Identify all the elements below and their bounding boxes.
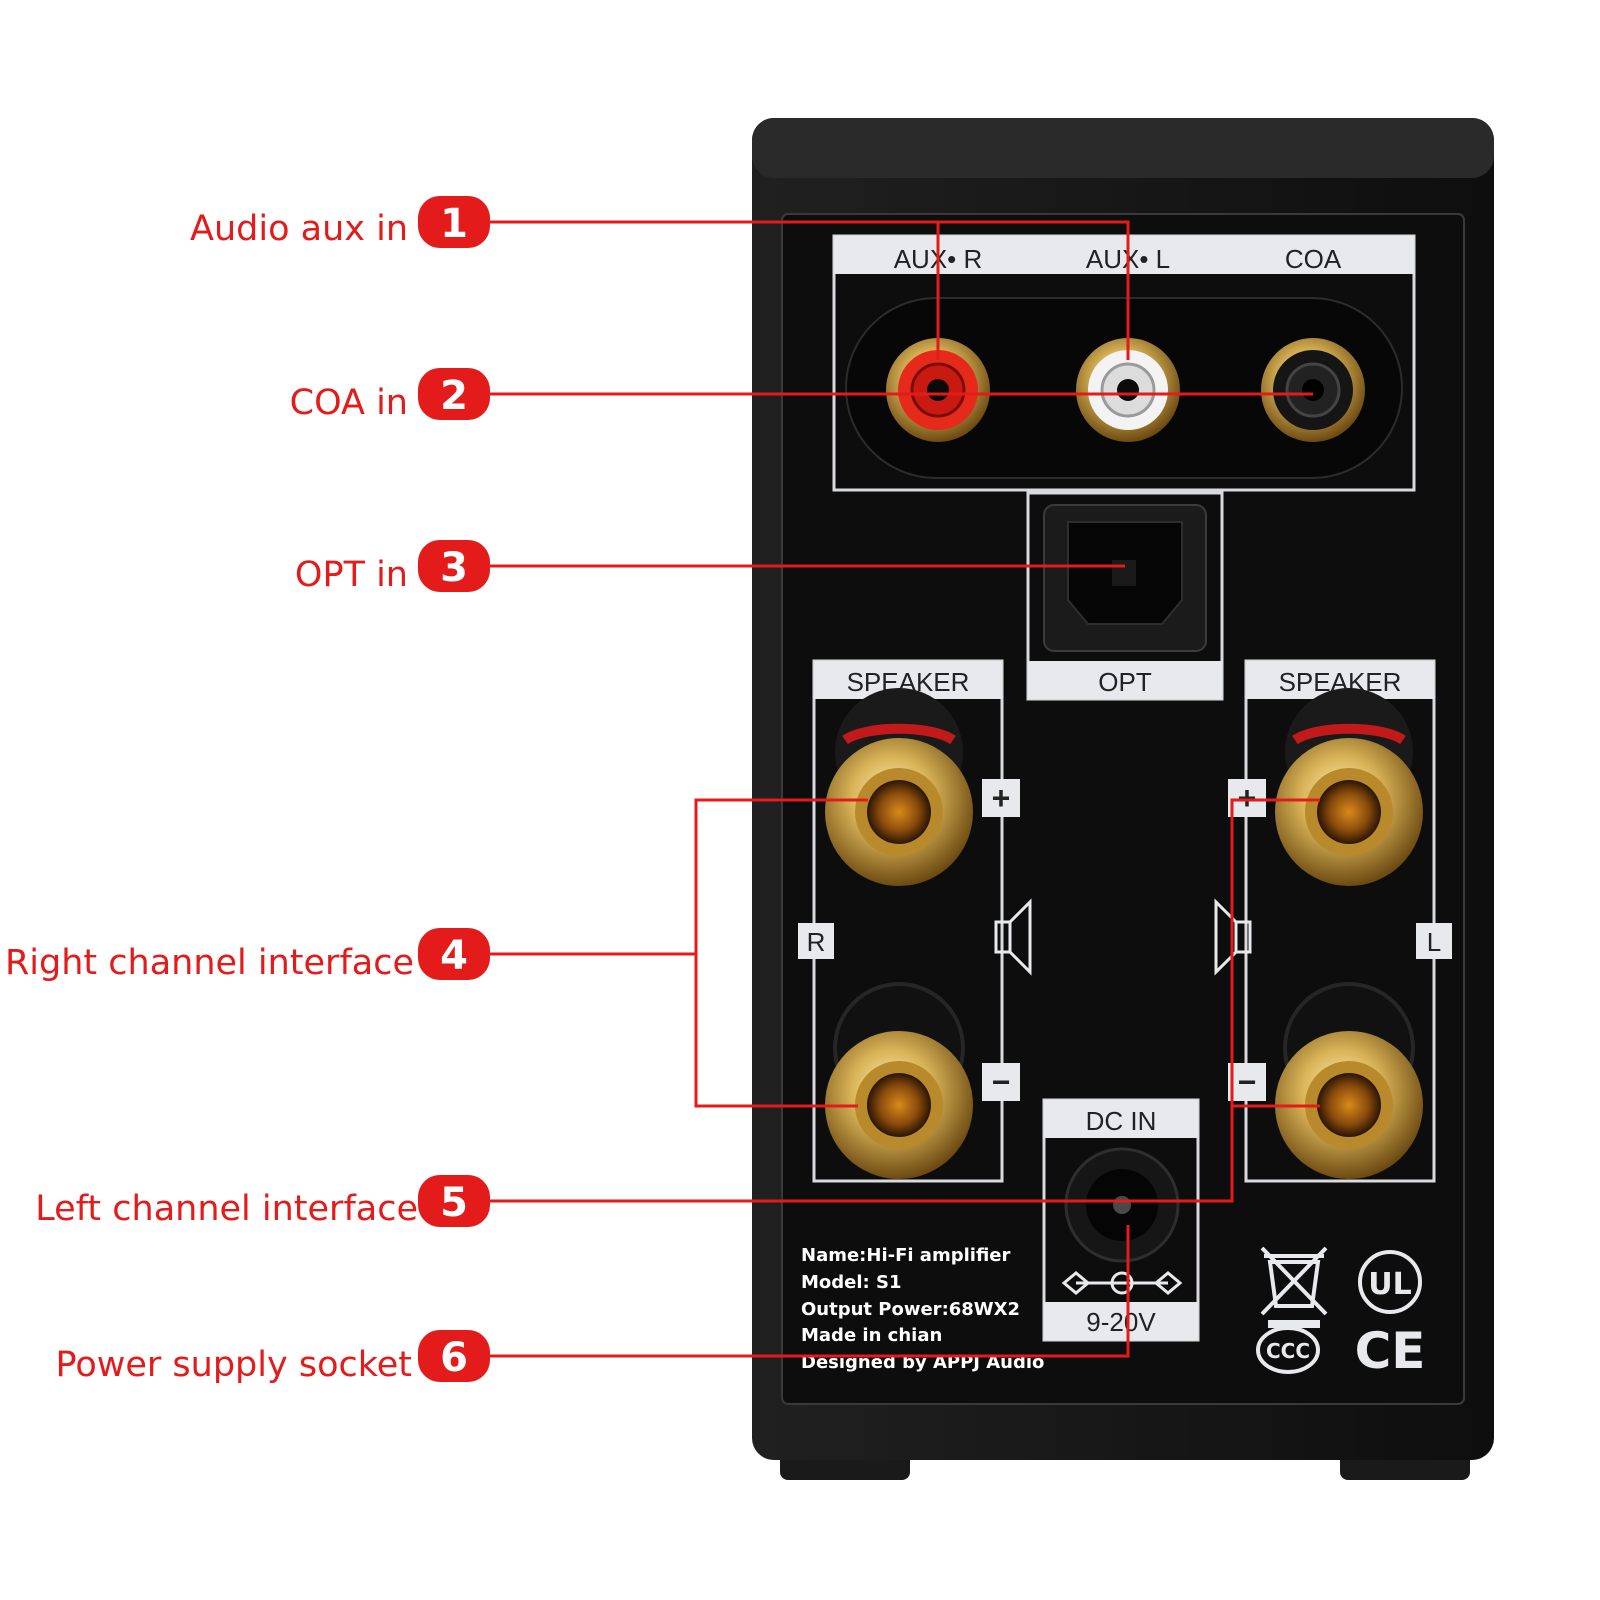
ccc-mark-icon: CCC — [1256, 1326, 1320, 1374]
callout-3-number: 3 — [440, 545, 468, 591]
right-minus-marker — [982, 1063, 1020, 1101]
leader-4 — [484, 798, 868, 956]
voltage-label: 9-20V — [1086, 1307, 1156, 1337]
callout-2-number: 2 — [440, 373, 468, 419]
dc-in-label-strip — [1044, 1100, 1198, 1138]
svg-text:+: + — [992, 780, 1011, 816]
ce-mark-icon: CE — [1355, 1322, 1426, 1380]
aux-r-jack[interactable] — [886, 338, 990, 442]
opt-label-strip — [1028, 661, 1222, 699]
info-model: Model: S1 — [801, 1272, 902, 1293]
leader-1 — [484, 220, 1130, 360]
leader-5 — [484, 798, 1320, 1203]
left-minus-binding-post[interactable] — [1275, 982, 1423, 1179]
aux-l-jack[interactable] — [1076, 338, 1180, 442]
callout-5: Left channel interface 5 — [35, 1175, 490, 1229]
channel-r-marker — [798, 923, 834, 959]
callout-6: Power supply socket 6 — [55, 1330, 490, 1385]
info-made-in: Made in chian — [801, 1325, 942, 1346]
callout-3-badge — [418, 540, 490, 592]
coa-jack[interactable] — [1261, 338, 1365, 442]
optical-toslink-port[interactable] — [1043, 504, 1207, 652]
callout-3-label: OPT in — [295, 555, 408, 595]
callout-2: COA in 2 — [290, 368, 490, 423]
right-plus-binding-post[interactable] — [825, 688, 973, 886]
callout-4: Right channel interface 4 — [5, 928, 490, 983]
left-plus-binding-post[interactable] — [1275, 688, 1423, 886]
speaker-right-icon — [994, 898, 1032, 976]
input-label-strip — [834, 236, 1414, 274]
callout-6-label: Power supply socket — [55, 1345, 412, 1385]
callout-5-number: 5 — [440, 1180, 468, 1226]
svg-text:UL: UL — [1368, 1267, 1411, 1302]
right-minus-binding-post[interactable] — [825, 982, 973, 1179]
info-output-power: Output Power:68WX2 — [801, 1299, 1020, 1320]
svg-text:−: − — [1238, 1064, 1257, 1100]
optical-input-panel: OPT — [1026, 491, 1224, 701]
callout-1-label: Audio aux in — [190, 209, 408, 249]
callout-4-number: 4 — [440, 933, 468, 979]
left-plus-marker — [1228, 779, 1266, 817]
leader-lines — [484, 220, 1320, 1358]
callout-4-label: Right channel interface — [5, 943, 414, 983]
opt-label: OPT — [1098, 667, 1152, 697]
polarity-symbol-icon — [1061, 1271, 1183, 1295]
speaker-left-icon — [1214, 898, 1252, 976]
svg-text:CCC: CCC — [1266, 1339, 1310, 1363]
product-info-block: Name:Hi-Fi amplifier Model: S1 Output Po… — [801, 1245, 1044, 1373]
callout-6-badge — [418, 1330, 490, 1382]
callout-3: OPT in 3 — [295, 540, 490, 595]
leader-6 — [484, 1225, 1130, 1358]
callout-1-number: 1 — [440, 201, 468, 247]
callout-5-badge — [418, 1175, 490, 1227]
weee-bin-icon — [1260, 1246, 1328, 1328]
dc-in-panel: DC IN 9-20V — [1042, 1098, 1200, 1342]
callout-1-badge — [418, 196, 490, 248]
callout-1: Audio aux in 1 — [190, 196, 490, 249]
left-speaker-panel: SPEAKER L + − — [1214, 659, 1452, 1183]
dc-power-jack[interactable] — [1064, 1147, 1180, 1263]
leader-4-branch — [694, 954, 858, 1108]
right-plus-marker — [982, 779, 1020, 817]
callout-4-badge — [418, 928, 490, 980]
coa-label: COA — [1285, 244, 1342, 274]
svg-text:+: + — [1238, 780, 1257, 816]
svg-text:L: L — [1427, 927, 1441, 957]
left-minus-marker — [1228, 1063, 1266, 1101]
channel-l-marker — [1416, 923, 1452, 959]
ul-mark-icon: UL — [1358, 1250, 1422, 1314]
callout-5-label: Left channel interface — [35, 1189, 418, 1229]
callout-2-label: COA in — [290, 383, 408, 423]
callout-6-number: 6 — [440, 1335, 468, 1381]
callout-2-badge — [418, 368, 490, 420]
svg-text:−: − — [992, 1064, 1011, 1100]
voltage-label-strip — [1044, 1302, 1198, 1340]
info-name: Name:Hi-Fi amplifier — [801, 1245, 1010, 1266]
svg-text:CE: CE — [1355, 1322, 1426, 1380]
svg-text:R: R — [807, 927, 826, 957]
dc-in-label: DC IN — [1086, 1106, 1157, 1136]
